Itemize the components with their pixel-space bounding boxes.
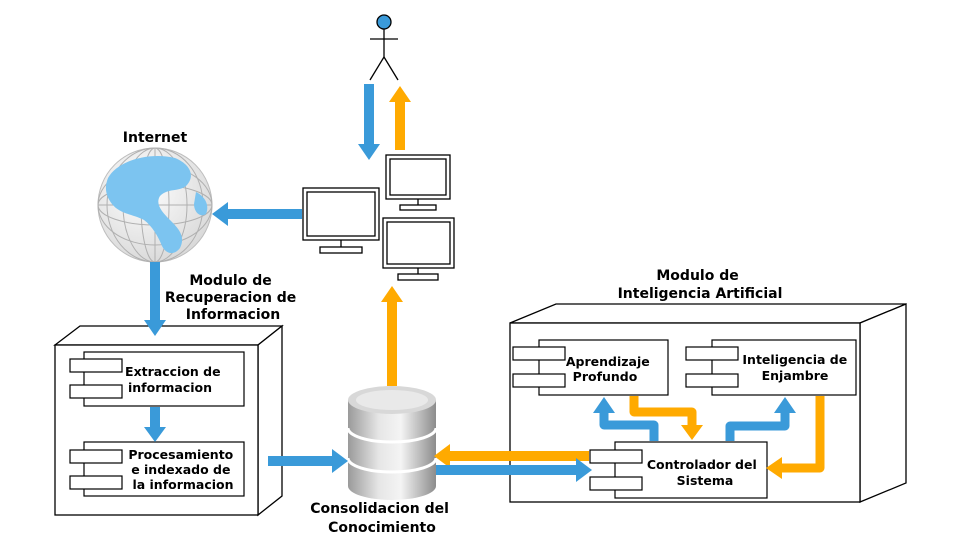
arrow-aprendizaje-to-controlador-head: [681, 425, 703, 440]
arrow-database-to-monitors: [381, 286, 403, 386]
component-controlador: [589, 441, 768, 499]
arrow-monitor-to-globe: [212, 202, 302, 226]
extraccion-label: Extraccion de informacion: [125, 364, 225, 395]
arrow-monitors-to-person: [389, 86, 411, 150]
globe-internet-icon: [97, 147, 213, 263]
database-cylinder-icon: [346, 386, 438, 500]
recuperacion-module-title: Modulo de Recuperacion de Informacion: [165, 273, 301, 323]
arrow-enjambre-to-controlador: [780, 396, 825, 473]
component-procesamiento: [69, 441, 245, 497]
component-enjambre: [685, 339, 857, 396]
monitor-icon-left: [302, 187, 380, 254]
arrow-controlador-to-enjambre: [725, 412, 790, 441]
arrow-controlador-to-aprendizaje-head: [593, 397, 615, 413]
consolidacion-label: Consolidacion del Conocimiento: [310, 501, 454, 536]
arrow-person-to-monitors: [358, 84, 380, 160]
component-aprendizaje: [512, 339, 669, 396]
monitor-icon-bottom-right: [382, 217, 455, 281]
arrow-globe-to-module: [144, 262, 166, 336]
procesamiento-label: Procesamiento e indexado de la informaci…: [128, 447, 237, 492]
arrow-controlador-to-aprendizaje: [599, 412, 659, 441]
component-extraccion: [69, 351, 245, 407]
arrow-controlador-to-enjambre-head: [774, 397, 796, 413]
controlador-label: Controlador del Sistema: [647, 457, 761, 488]
arrow-module-to-database: [268, 449, 348, 473]
ia-module-title: Modulo de Inteligencia Artificial: [618, 268, 783, 302]
arrow-aprendizaje-to-controlador: [629, 396, 697, 426]
arrow-extraccion-to-procesamiento: [144, 407, 166, 442]
internet-label: Internet: [123, 130, 188, 146]
arrow-database-to-controlador: [436, 458, 592, 482]
arrow-controlador-to-database: [434, 444, 589, 468]
user-person-icon: [369, 14, 399, 81]
monitor-icon-top-right: [385, 154, 451, 211]
arrow-enjambre-to-controlador-head: [766, 457, 782, 479]
enjambre-label: Inteligencia de Enjambre: [742, 352, 851, 383]
aprendizaje-label: Aprendizaje Profundo: [566, 354, 654, 384]
